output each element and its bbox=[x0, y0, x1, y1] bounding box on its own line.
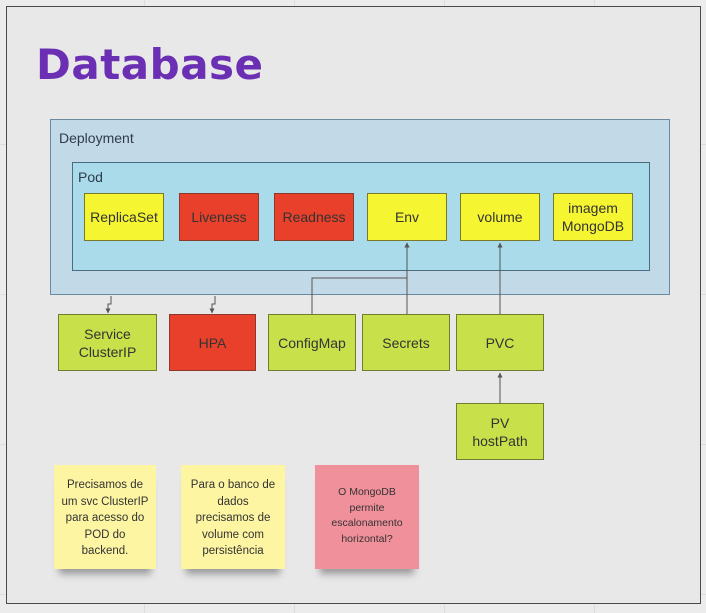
hpa-to-deployment-connector bbox=[209, 296, 216, 314]
volume-box[interactable]: volume bbox=[460, 193, 540, 241]
deployment-label: Deployment bbox=[59, 130, 134, 146]
diagram-title: Database bbox=[36, 40, 264, 89]
pod-label: Pod bbox=[78, 169, 103, 185]
sticky-note-scaling[interactable]: O MongoDB permite escalonamento horizont… bbox=[315, 465, 419, 569]
configmap-to-env-connector bbox=[311, 242, 410, 314]
sticky-note-service[interactable]: Precisamos de um svc ClusterIP para aces… bbox=[54, 465, 156, 569]
mongodb-image-box[interactable]: imagem MongoDB bbox=[553, 193, 633, 241]
sticky-note-volume[interactable]: Para o banco de dados precisamos de volu… bbox=[181, 465, 285, 569]
liveness-box[interactable]: Liveness bbox=[179, 193, 259, 241]
hpa-box[interactable]: HPA bbox=[169, 314, 256, 371]
replicaset-box[interactable]: ReplicaSet bbox=[84, 193, 164, 241]
pvc-box[interactable]: PVC bbox=[456, 314, 544, 371]
service-to-deployment-connector bbox=[105, 296, 112, 314]
env-box[interactable]: Env bbox=[367, 193, 447, 241]
readness-box[interactable]: Readness bbox=[274, 193, 354, 241]
secrets-box[interactable]: Secrets bbox=[362, 314, 450, 371]
pv-hostpath-box[interactable]: PV hostPath bbox=[456, 403, 544, 460]
configmap-box[interactable]: ConfigMap bbox=[268, 314, 356, 371]
service-clusterip-box[interactable]: Service ClusterIP bbox=[58, 314, 157, 371]
